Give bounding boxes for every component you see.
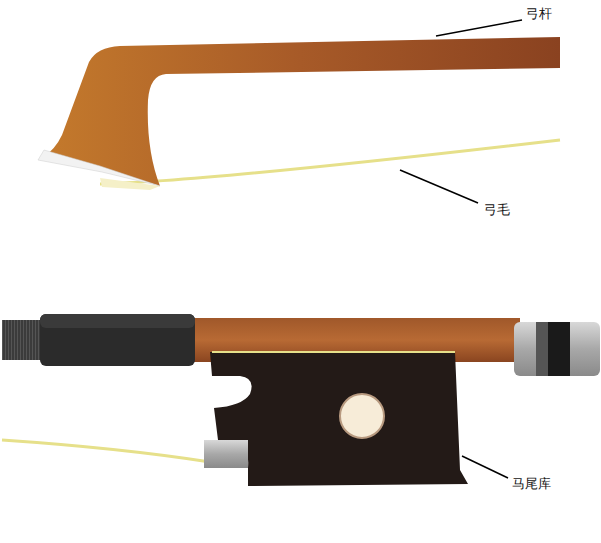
grip <box>40 314 195 366</box>
winding <box>2 320 42 360</box>
leader-line <box>436 20 522 36</box>
ferrule <box>204 440 248 468</box>
bow-hair <box>2 440 210 462</box>
grip-shade <box>40 314 195 328</box>
frog-eye <box>340 394 384 438</box>
winding-line <box>19 320 20 360</box>
leader-line <box>462 456 508 478</box>
frog <box>210 352 468 486</box>
winding-line <box>22 320 23 360</box>
winding-line <box>34 320 35 360</box>
bow-head <box>42 37 560 186</box>
winding-line <box>13 320 14 360</box>
winding-line <box>28 320 29 360</box>
part-label: 弓毛 <box>484 202 510 218</box>
leader-line <box>400 170 478 203</box>
button <box>514 322 600 376</box>
tip-plate <box>38 150 160 186</box>
winding-line <box>16 320 17 360</box>
winding-line <box>31 320 32 360</box>
winding-line <box>25 320 26 360</box>
winding-line <box>37 320 38 360</box>
winding-line <box>7 320 8 360</box>
bow-hair <box>100 140 560 184</box>
winding-line <box>4 320 5 360</box>
part-label: 马尾库 <box>512 476 551 492</box>
hair-end <box>100 178 160 190</box>
winding-lines <box>4 320 40 360</box>
winding-line <box>10 320 11 360</box>
frog-edge <box>212 351 455 353</box>
part-label: 弓杆 <box>526 6 552 22</box>
